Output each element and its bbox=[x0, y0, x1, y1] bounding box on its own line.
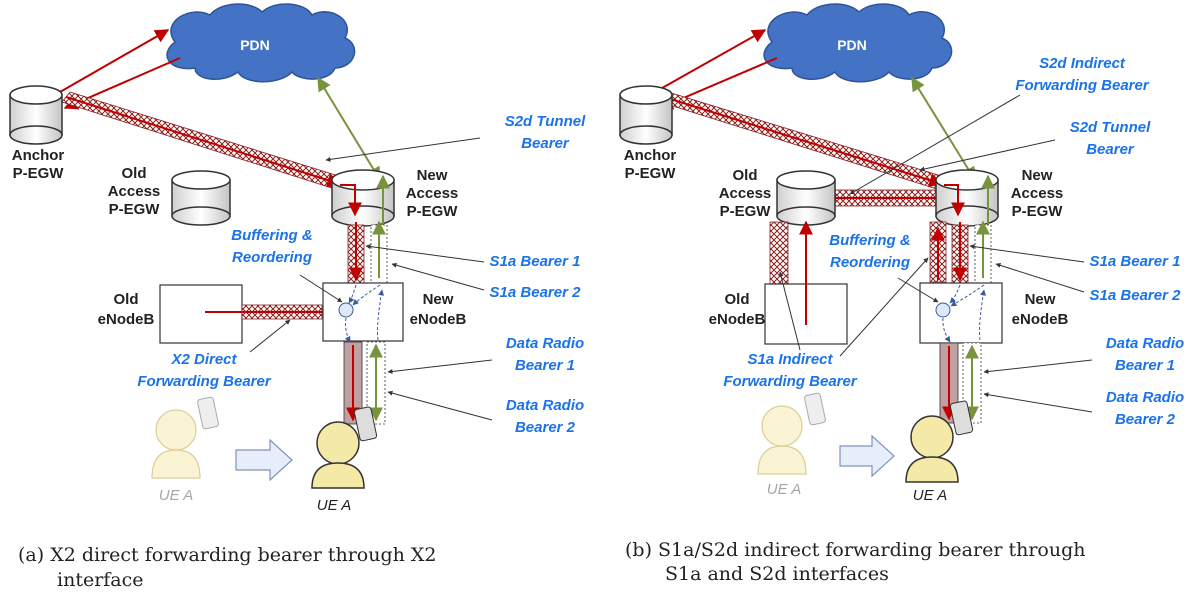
ue-new-label-b: UE A bbox=[913, 487, 947, 504]
caption-a-line-1: (a) X2 direct forwarding bearer through … bbox=[18, 544, 437, 566]
new-access-label-b-2: Access bbox=[1011, 185, 1064, 202]
pdn-label: PDN bbox=[240, 37, 270, 53]
s2d-tunnel-label-b-2: Bearer bbox=[1086, 141, 1135, 158]
new-access-label-3: P-EGW bbox=[407, 203, 459, 220]
drb1-label-2: Bearer 1 bbox=[515, 357, 575, 374]
ue-old-label-b: UE A bbox=[767, 481, 801, 498]
s1a-bearer-1-label-b: S1a Bearer 1 bbox=[1090, 253, 1181, 270]
new-access-pegw: New Access P-EGW bbox=[331, 167, 459, 227]
old-access-label-3: P-EGW bbox=[109, 201, 161, 218]
new-enb-label-b-1: New bbox=[1025, 291, 1056, 308]
buffering-label-2: Reordering bbox=[232, 249, 312, 266]
buffering-label-b-1: Buffering & bbox=[829, 232, 910, 249]
x2-forwarding-label-1: X2 Direct bbox=[170, 351, 237, 368]
buffering-label-b-2: Reordering bbox=[830, 254, 910, 271]
drb2-label-2: Bearer 2 bbox=[515, 419, 576, 436]
anchor-label-b-2: P-EGW bbox=[625, 165, 677, 182]
ue-old-b: UE A bbox=[757, 392, 826, 498]
old-enb-label-b-1: Old bbox=[725, 291, 750, 308]
s1a-indirect-label-2: Forwarding Bearer bbox=[723, 373, 858, 390]
old-access-label-b-3: P-EGW bbox=[720, 203, 772, 220]
new-access-label-2: Access bbox=[406, 185, 459, 202]
s1a-bearer-2-label-b: S1a Bearer 2 bbox=[1090, 287, 1182, 304]
drb1-label-b-1: Data Radio bbox=[1106, 335, 1184, 352]
drb2-label-b-1: Data Radio bbox=[1106, 389, 1184, 406]
caption-a-line-2: interface bbox=[57, 569, 144, 591]
new-access-label-b-3: P-EGW bbox=[1012, 203, 1064, 220]
new-enodeb: New eNodeB bbox=[322, 282, 467, 342]
ue-old-label: UE A bbox=[159, 487, 193, 504]
anchor-label-1: Anchor bbox=[12, 147, 65, 164]
s2d-tunnel-label-b-1: S2d Tunnel bbox=[1070, 119, 1151, 136]
new-enb-label-2: eNodeB bbox=[410, 311, 467, 328]
ue-old: UE A bbox=[151, 396, 219, 504]
anchor-label-2: P-EGW bbox=[13, 165, 65, 182]
pdn-label-b: PDN bbox=[837, 37, 867, 53]
pdn-cloud-b: PDN bbox=[763, 3, 953, 83]
buffering-label-1: Buffering & bbox=[231, 227, 312, 244]
move-arrow bbox=[235, 438, 293, 482]
pdn-cloud: PDN bbox=[166, 3, 356, 83]
ue-new-b: UE A bbox=[905, 400, 974, 504]
old-enodeb: Old eNodeB bbox=[98, 284, 243, 344]
old-access-pegw-b: Old Access P-EGW bbox=[719, 167, 836, 226]
new-access-pegw-b: New Access P-EGW bbox=[935, 167, 1064, 227]
caption-b-line-1: (b) S1a/S2d indirect forwarding bearer t… bbox=[625, 539, 1085, 561]
old-access-pegw: Old Access P-EGW bbox=[108, 165, 231, 226]
s2d-indirect-label-1: S2d Indirect bbox=[1039, 55, 1126, 72]
x2-forwarding-label-2: Forwarding Bearer bbox=[137, 373, 272, 390]
old-enodeb-b: Old eNodeB bbox=[709, 283, 848, 345]
anchor-pegw: Anchor P-EGW bbox=[9, 85, 65, 182]
drb2-label-b-2: Bearer 2 bbox=[1115, 411, 1176, 428]
new-enb-label-b-2: eNodeB bbox=[1012, 311, 1069, 328]
caption-b-line-2: S1a and S2d interfaces bbox=[665, 563, 889, 585]
ue-new-label: UE A bbox=[317, 497, 351, 514]
ue-new: UE A bbox=[311, 406, 378, 514]
s2d-tunnel-label-2: Bearer bbox=[521, 135, 570, 152]
drb1-label-b-2: Bearer 1 bbox=[1115, 357, 1175, 374]
old-enb-label-b-2: eNodeB bbox=[709, 311, 766, 328]
old-enb-label-2: eNodeB bbox=[98, 311, 155, 328]
old-access-label-b-2: Access bbox=[719, 185, 772, 202]
s1a-bearer-2-label: S1a Bearer 2 bbox=[490, 284, 582, 301]
new-enodeb-b: New eNodeB bbox=[919, 282, 1069, 344]
s2d-indirect-label-2: Forwarding Bearer bbox=[1015, 77, 1150, 94]
anchor-label-b-1: Anchor bbox=[624, 147, 677, 164]
old-access-label-b-1: Old bbox=[733, 167, 758, 184]
new-enb-label-1: New bbox=[423, 291, 454, 308]
s1a-bearer-1-label: S1a Bearer 1 bbox=[490, 253, 581, 270]
drb1-label-1: Data Radio bbox=[506, 335, 584, 352]
new-access-label-1: New bbox=[417, 167, 448, 184]
panel-b: PDN Anchor P-EGW Old Access P-EGW bbox=[619, 3, 1184, 585]
panel-a: PDN Anchor P-EGW Old Access P-EGW bbox=[9, 3, 586, 591]
s1a-indirect-label-1: S1a Indirect bbox=[747, 351, 833, 368]
old-enb-label-1: Old bbox=[114, 291, 139, 308]
old-access-label-1: Old bbox=[122, 165, 147, 182]
old-access-label-2: Access bbox=[108, 183, 161, 200]
s2d-tunnel-label-1: S2d Tunnel bbox=[505, 113, 586, 130]
drb2-label-1: Data Radio bbox=[506, 397, 584, 414]
new-access-label-b-1: New bbox=[1022, 167, 1053, 184]
anchor-pegw-b: Anchor P-EGW bbox=[619, 85, 677, 182]
move-arrow-b bbox=[839, 434, 895, 478]
